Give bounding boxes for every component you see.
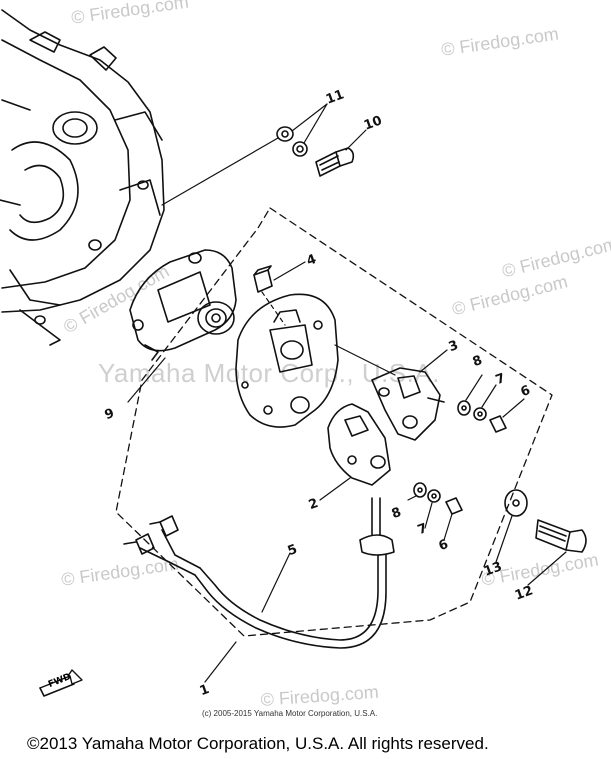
base-plate-drawing — [235, 293, 396, 428]
assembly-boundary — [115, 207, 553, 637]
small-copyright: (c) 2005-2015 Yamaha Motor Corporation, … — [202, 709, 378, 718]
washer-11-drawing — [276, 103, 328, 157]
crankcase-drawing — [0, 9, 165, 346]
bolt-12-drawing — [527, 519, 587, 586]
fasteners-lower-drawing — [407, 482, 463, 541]
bolt-10-drawing — [315, 129, 367, 177]
fwd-arrow-icon — [39, 669, 83, 697]
felt-4-drawing — [253, 261, 306, 326]
fasteners-upper-drawing — [457, 374, 525, 433]
breaker-2-drawing — [319, 403, 391, 501]
washer-13-drawing — [495, 489, 528, 563]
harness-5-drawing — [123, 497, 395, 649]
footer-copyright: ©2013 Yamaha Motor Corporation, U.S.A. A… — [27, 734, 489, 753]
watermark-center: Yamaha Motor Corp., U.S.A. — [98, 358, 440, 388]
breaker-3-drawing — [371, 349, 448, 441]
advancer-9-drawing — [127, 249, 237, 403]
